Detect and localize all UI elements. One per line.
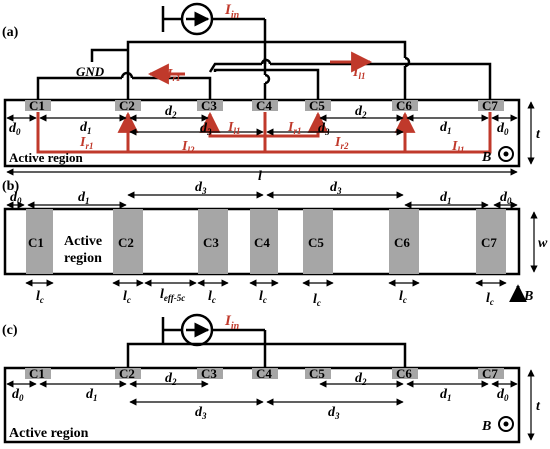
dim-d3-left-a: d3 xyxy=(200,121,212,137)
dim-d0-right-c: d0 xyxy=(497,387,509,403)
contact-c7-c: C7 xyxy=(482,366,498,381)
dim-d1-right-c: d1 xyxy=(440,387,452,403)
label-il1-top: Il1 xyxy=(352,65,365,81)
dim-lc-c7: lc xyxy=(486,291,494,307)
label-ir1-top: Ir1 xyxy=(166,67,180,83)
label-b-c: B xyxy=(481,419,491,434)
dim-d1-left-a: d1 xyxy=(80,120,92,136)
dim-d3-left-c: d3 xyxy=(195,405,207,421)
b-field-out-icon-c xyxy=(498,416,514,432)
contact-c2-c: C2 xyxy=(119,366,135,381)
contact-c1-c: C1 xyxy=(29,366,45,381)
contact-c1-b: C1 xyxy=(28,235,44,250)
contact-c3-c: C3 xyxy=(201,366,217,381)
contact-c6-c: C6 xyxy=(396,366,412,381)
contact-c2-a: C2 xyxy=(119,98,135,113)
dim-lc-c6: lc xyxy=(399,289,407,305)
dim-lc-c1: lc xyxy=(36,289,44,305)
dim-d3-right-a: d3 xyxy=(318,121,330,137)
label-gnd: GND xyxy=(76,64,105,79)
contacts-a xyxy=(25,100,504,111)
wiring-c xyxy=(126,330,407,368)
panel-label-a: (a) xyxy=(2,25,19,40)
wiring-a xyxy=(36,19,492,100)
current-paths-a xyxy=(36,111,492,154)
b-field-out-icon xyxy=(498,146,514,162)
dim-d0-left-a: d0 xyxy=(9,121,21,137)
active-region-label-a: Active region xyxy=(9,150,84,165)
dim-d1-right-a: d1 xyxy=(440,120,452,136)
dim-d1-left-c: d1 xyxy=(86,387,98,403)
contact-c1-a: C1 xyxy=(29,98,45,113)
current-source-a xyxy=(161,2,265,36)
dim-t-c: t xyxy=(536,399,541,414)
dim-lc-c3: lc xyxy=(208,289,216,305)
dim-d0-left-c: d0 xyxy=(12,387,24,403)
contact-c5-c: C5 xyxy=(309,366,325,381)
label-ir1-region-2: Ir1 xyxy=(287,120,301,136)
contact-c4-c: C4 xyxy=(256,366,272,381)
label-il2-region: Il2 xyxy=(181,139,195,155)
label-b-a: B xyxy=(481,150,491,165)
dims-a xyxy=(6,101,535,176)
label-i-in-c: Iin xyxy=(224,313,240,332)
label-il1-region-2: Il1 xyxy=(451,139,464,155)
contact-c4-b: C4 xyxy=(254,235,270,250)
dim-d1-right-b: d1 xyxy=(440,190,452,206)
active-region-label-b1: Active xyxy=(64,234,102,249)
dim-d0-left-b: d0 xyxy=(10,190,22,206)
panel-label-b: (b) xyxy=(2,179,19,194)
contact-c7-b: C7 xyxy=(481,235,497,250)
dim-leff: leff-5c xyxy=(160,287,185,303)
dim-d3-right-b: d3 xyxy=(330,180,342,196)
dim-lc-c2: lc xyxy=(123,289,131,305)
contact-c2-b: C2 xyxy=(118,235,134,250)
dim-d0-right-b: d0 xyxy=(500,190,512,206)
contact-c3-b: C3 xyxy=(203,235,219,250)
contact-c5-b: C5 xyxy=(308,235,324,250)
contact-c3-a: C3 xyxy=(201,98,217,113)
label-il1-region: Il1 xyxy=(227,120,240,136)
dim-d2-left-a: d2 xyxy=(165,104,177,120)
current-arrows-top-a xyxy=(147,51,373,85)
contact-c6-b: C6 xyxy=(394,235,410,250)
label-i-in-a: Iin xyxy=(224,2,240,21)
dim-lc-c5: lc xyxy=(313,292,321,308)
dim-w-b: w xyxy=(538,236,548,251)
contact-c4-a: C4 xyxy=(256,98,272,113)
dim-d0-right-a: d0 xyxy=(497,121,509,137)
dim-d2-right-a: d2 xyxy=(355,104,367,120)
contacts-c xyxy=(25,368,504,379)
label-b-b: B xyxy=(523,289,533,304)
contacts-b xyxy=(26,209,506,274)
active-region-label-b2: region xyxy=(64,251,102,266)
dim-lc-c4: lc xyxy=(259,289,267,305)
contact-c6-a: C6 xyxy=(396,98,412,113)
dims-c xyxy=(6,369,535,441)
contact-c5-a: C5 xyxy=(309,98,325,113)
active-region-label-c: Active region xyxy=(9,426,89,441)
current-source-c xyxy=(161,313,265,347)
dim-t-a: t xyxy=(536,127,541,142)
dim-d2-left-c: d2 xyxy=(165,371,177,387)
dim-d3-left-b: d3 xyxy=(195,180,207,196)
label-ir2-region: Ir2 xyxy=(334,135,349,151)
dim-d2-right-c: d2 xyxy=(355,371,367,387)
panel-label-c: (c) xyxy=(2,323,18,338)
contact-c7-a: C7 xyxy=(482,98,498,113)
label-ir1-region: Ir1 xyxy=(79,135,93,151)
dim-l-a: l xyxy=(258,169,262,184)
dim-d3-right-c: d3 xyxy=(328,405,340,421)
dim-d1-left-b: d1 xyxy=(78,190,90,206)
